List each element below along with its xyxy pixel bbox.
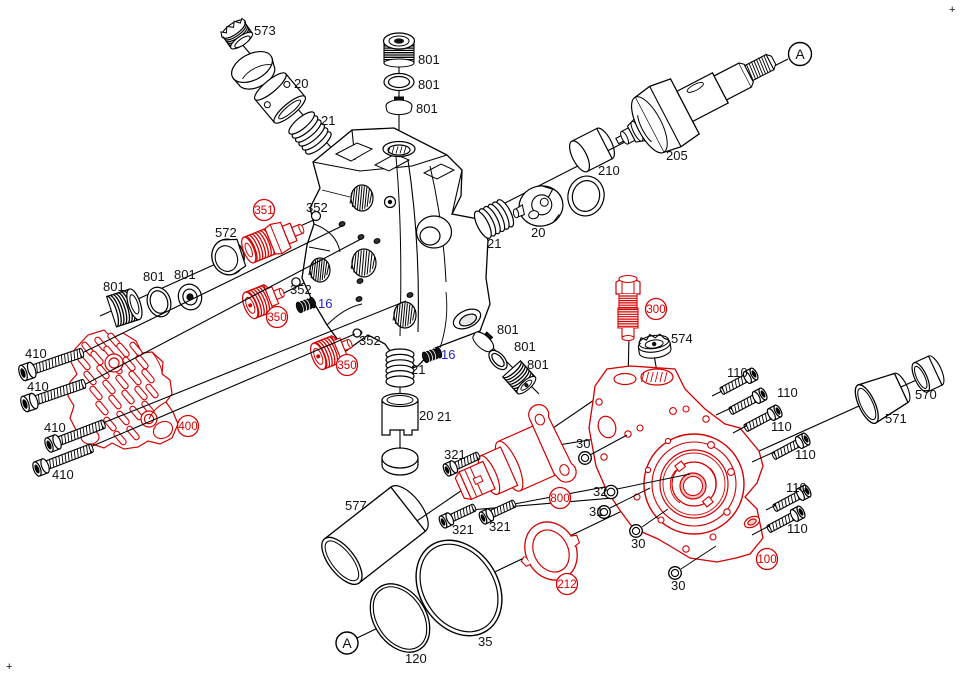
svg-text:321: 321 [489,519,511,534]
svg-text:321: 321 [444,447,466,462]
svg-text:A: A [342,635,352,651]
svg-text:+: + [949,4,955,16]
svg-text:21: 21 [321,113,335,128]
svg-text:801: 801 [416,101,438,116]
svg-text:573: 573 [254,23,276,38]
svg-text:300: 300 [646,304,665,316]
svg-text:35: 35 [478,634,492,649]
svg-text:212: 212 [557,579,576,591]
svg-text:574: 574 [671,331,693,346]
svg-text:400: 400 [178,421,197,433]
svg-text:350: 350 [337,360,356,372]
svg-text:572: 572 [215,225,237,240]
svg-text:110: 110 [795,447,816,462]
svg-text:31: 31 [589,504,603,519]
svg-text:801: 801 [174,267,196,282]
svg-text:120: 120 [405,651,427,666]
svg-text:30: 30 [576,436,590,451]
svg-text:801: 801 [143,269,165,284]
svg-text:801: 801 [418,77,440,92]
svg-text:570: 570 [915,387,937,402]
svg-text:110: 110 [771,419,792,434]
svg-text:350: 350 [267,312,286,324]
svg-text:A: A [795,46,805,62]
svg-text:410: 410 [44,420,66,435]
svg-text:801: 801 [514,339,536,354]
svg-text:30: 30 [631,536,645,551]
svg-text:577: 577 [345,498,367,513]
svg-text:+: + [6,661,12,673]
svg-text:20: 20 [531,225,545,240]
svg-text:20: 20 [419,408,433,423]
svg-text:801: 801 [497,322,519,337]
svg-text:801: 801 [527,357,549,372]
svg-text:110: 110 [777,385,798,400]
svg-text:351: 351 [254,205,273,217]
svg-text:21: 21 [487,236,501,251]
svg-text:21: 21 [437,409,451,424]
svg-text:32: 32 [593,484,607,499]
svg-text:801: 801 [418,52,440,67]
svg-text:352: 352 [359,333,381,348]
svg-text:21: 21 [411,362,425,377]
svg-text:410: 410 [25,346,47,361]
svg-text:410: 410 [52,467,74,482]
svg-text:110: 110 [786,480,807,495]
svg-text:20: 20 [294,76,308,91]
svg-text:571: 571 [885,411,907,426]
svg-text:321: 321 [452,522,474,537]
svg-text:205: 205 [666,148,688,163]
svg-text:210: 210 [598,163,620,178]
svg-text:16: 16 [318,296,332,311]
svg-text:352: 352 [306,200,328,215]
svg-text:410: 410 [27,379,49,394]
svg-text:30: 30 [671,578,685,593]
svg-text:801: 801 [103,279,125,294]
svg-text:16: 16 [441,347,455,362]
svg-text:352: 352 [290,282,312,297]
svg-text:800: 800 [550,493,569,505]
svg-text:100: 100 [757,554,776,566]
svg-text:110: 110 [787,521,808,536]
svg-text:110: 110 [727,365,748,380]
